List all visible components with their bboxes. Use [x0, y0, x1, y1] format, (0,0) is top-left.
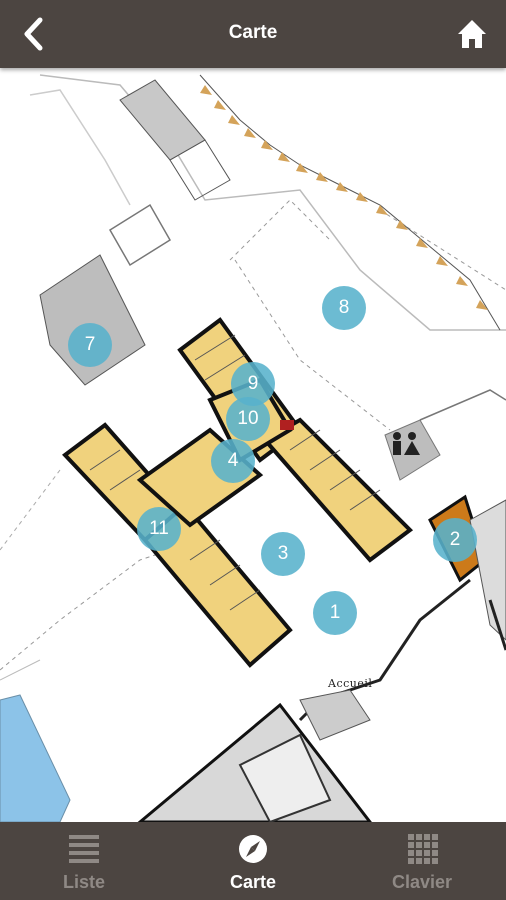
map-marker-1[interactable]: 1 [313, 591, 357, 635]
bottom-tab-bar: Liste Carte Clavier [0, 822, 506, 900]
tab-carte-label: Carte [229, 872, 277, 892]
app-header: Carte [0, 0, 506, 68]
tab-liste[interactable]: Liste [0, 822, 168, 900]
list-icon [69, 835, 99, 863]
floor-plan-map[interactable]: Accueil 1 2 3 4 7 8 9 10 11 [0, 68, 506, 822]
map-marker-7[interactable]: 7 [68, 323, 112, 367]
map-marker-8[interactable]: 8 [322, 286, 366, 330]
page-title: Carte [228, 22, 278, 43]
map-marker-2[interactable]: 2 [433, 518, 477, 562]
floor-plan-drawing [0, 74, 506, 822]
map-marker-11[interactable]: 11 [137, 507, 181, 551]
map-marker-10[interactable]: 10 [226, 397, 270, 441]
tab-clavier[interactable]: Clavier [338, 822, 506, 900]
tab-clavier-label: Clavier [391, 872, 453, 892]
accueil-label: Accueil [328, 677, 373, 690]
back-button[interactable] [10, 14, 58, 54]
map-marker-4[interactable]: 4 [211, 439, 255, 483]
compass-icon [239, 835, 267, 863]
home-button[interactable] [448, 14, 496, 54]
home-icon [458, 20, 486, 48]
tab-carte[interactable]: Carte [169, 822, 337, 900]
chevron-left-icon [24, 17, 43, 51]
tab-liste-label: Liste [62, 872, 105, 892]
keypad-icon [408, 834, 438, 864]
map-marker-3[interactable]: 3 [261, 532, 305, 576]
